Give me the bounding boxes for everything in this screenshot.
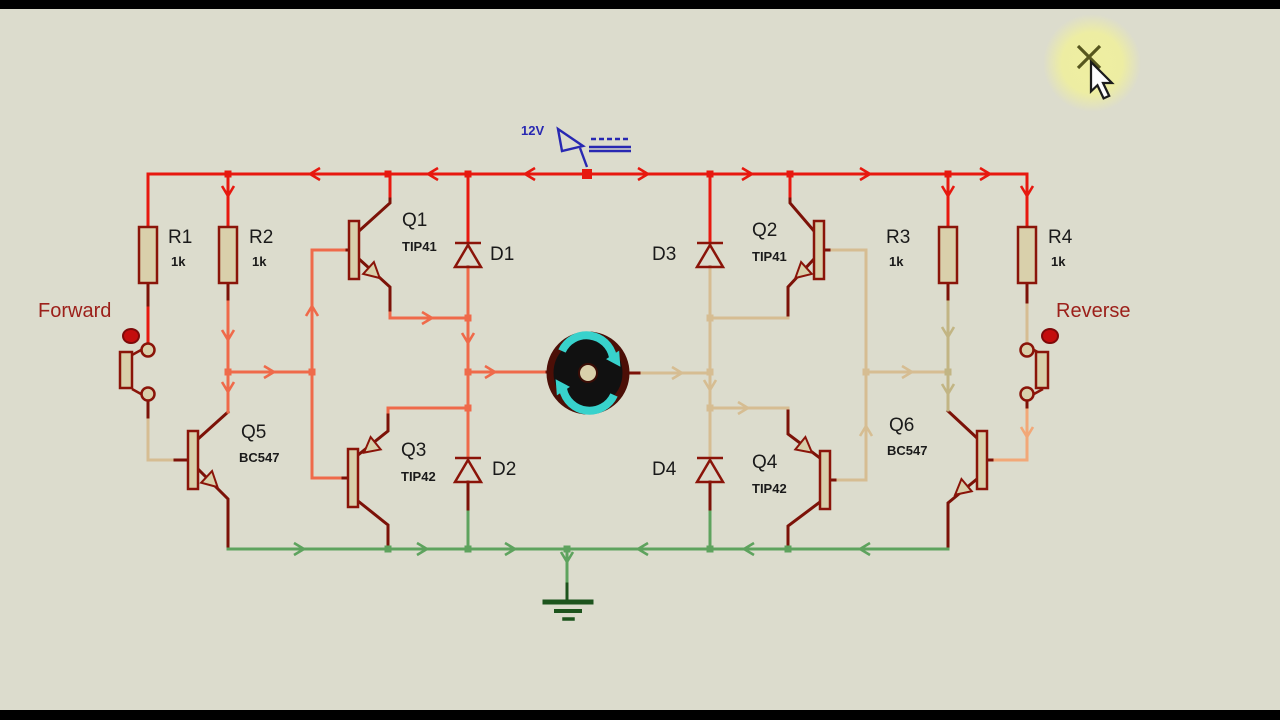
label-d3: D3 bbox=[652, 244, 677, 265]
label-r1-value: 1k bbox=[171, 254, 186, 269]
transistor-q3[interactable] bbox=[346, 436, 382, 509]
motor-rotation-arc-bottom bbox=[559, 387, 618, 415]
power-supply-symbol[interactable] bbox=[556, 126, 631, 168]
label-q5-part: BC547 bbox=[239, 450, 280, 465]
reverse-state-dot bbox=[1041, 328, 1059, 344]
resistor-r3[interactable] bbox=[937, 225, 959, 285]
letterbox-top bbox=[0, 0, 1280, 9]
transistor-q2[interactable] bbox=[788, 219, 826, 285]
dc-motor[interactable] bbox=[546, 331, 630, 415]
label-r3-value: 1k bbox=[889, 254, 904, 269]
diode-d3[interactable] bbox=[695, 241, 725, 269]
diode-d1[interactable] bbox=[453, 241, 483, 269]
diode-d4[interactable] bbox=[695, 456, 725, 484]
label-q3: Q3 bbox=[401, 440, 427, 461]
mouse-cursor-icon bbox=[1089, 59, 1115, 100]
wire-junctions bbox=[224, 169, 952, 553]
resistor-r2[interactable] bbox=[217, 225, 239, 285]
reverse-label: Reverse bbox=[1056, 300, 1131, 322]
ground-rail-wires bbox=[226, 510, 950, 621]
label-q5: Q5 bbox=[241, 422, 267, 443]
label-r2: R2 bbox=[249, 227, 274, 248]
diode-d2[interactable] bbox=[453, 456, 483, 484]
label-r1: R1 bbox=[168, 227, 193, 248]
motor-rotation-arc-top bbox=[558, 331, 617, 359]
transistor-q5[interactable] bbox=[186, 429, 225, 494]
label-q6-part: BC547 bbox=[887, 443, 928, 458]
label-q4: Q4 bbox=[752, 452, 778, 473]
transistor-q6[interactable] bbox=[948, 429, 989, 502]
label-r3: R3 bbox=[886, 227, 911, 248]
label-q6: Q6 bbox=[889, 415, 915, 436]
reverse-button[interactable] bbox=[1019, 328, 1059, 402]
label-d1: D1 bbox=[490, 244, 515, 265]
letterbox-bottom bbox=[0, 710, 1280, 720]
close-x-icon bbox=[1076, 44, 1102, 70]
supply-label: 12V bbox=[521, 123, 545, 138]
transistor-q4[interactable] bbox=[794, 436, 832, 511]
left-active-wires bbox=[226, 248, 546, 480]
label-d4: D4 bbox=[652, 459, 677, 480]
forward-state-dot bbox=[122, 328, 140, 344]
cursor-highlight bbox=[1043, 14, 1141, 112]
resistor-r4[interactable] bbox=[1016, 225, 1038, 285]
resistor-r1[interactable] bbox=[137, 225, 159, 285]
label-r2-value: 1k bbox=[252, 254, 267, 269]
label-q1-part: TIP41 bbox=[402, 239, 437, 254]
forward-button[interactable] bbox=[118, 328, 156, 402]
label-q4-part: TIP42 bbox=[752, 481, 787, 496]
label-r4: R4 bbox=[1048, 227, 1073, 248]
transistor-q1[interactable] bbox=[347, 219, 387, 285]
label-q3-part: TIP42 bbox=[401, 469, 436, 484]
label-d2: D2 bbox=[492, 459, 517, 480]
label-q1: Q1 bbox=[402, 210, 428, 231]
label-q2: Q2 bbox=[752, 220, 778, 241]
motor-hub bbox=[578, 363, 598, 383]
label-q2-part: TIP41 bbox=[752, 249, 787, 264]
label-r4-value: 1k bbox=[1051, 254, 1066, 269]
forward-label: Forward bbox=[38, 300, 112, 322]
